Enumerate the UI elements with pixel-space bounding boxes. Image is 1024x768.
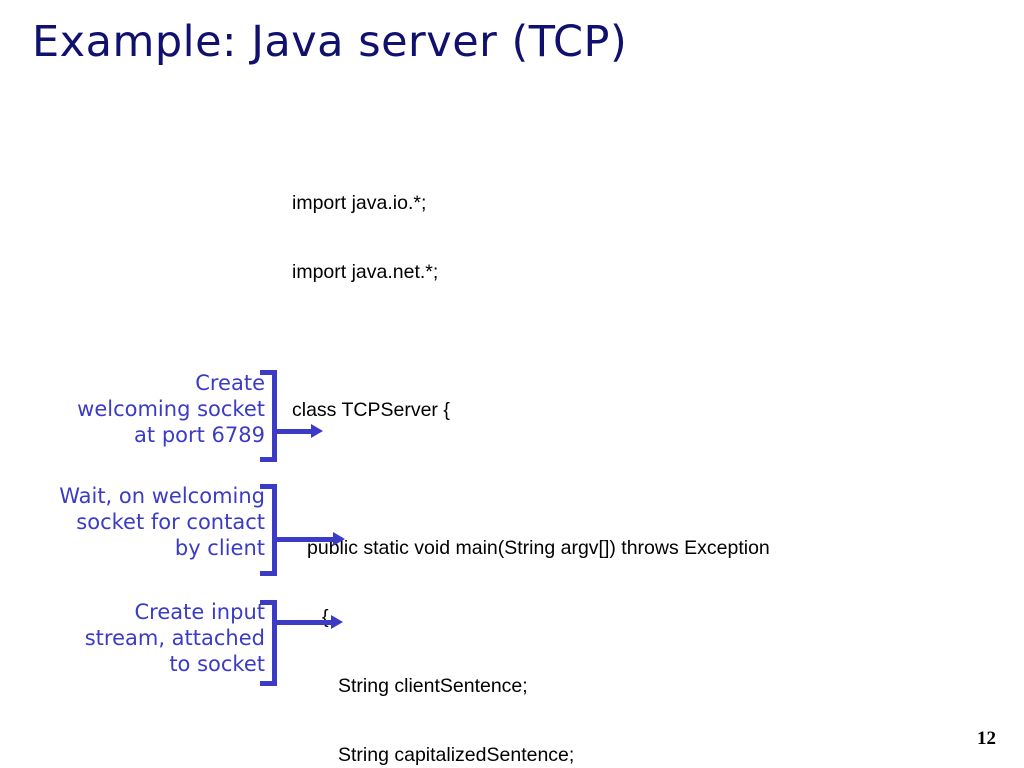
annotation-line: socket for contact — [76, 510, 265, 534]
arrow-to-accept-line — [273, 532, 345, 546]
bracket-stem — [272, 484, 277, 576]
bracket-cap-bottom — [260, 571, 277, 576]
annotation-line: Create input — [134, 600, 265, 624]
bracket-stem — [272, 370, 277, 462]
bracket-cap-top — [260, 370, 277, 375]
code-spacer — [292, 330, 992, 353]
arrow-shaft — [273, 620, 332, 625]
arrow-shaft — [273, 537, 334, 542]
bracket-stem — [272, 600, 277, 686]
bracket-wait-on-welcoming-socket — [258, 484, 279, 576]
page-number: 12 — [977, 728, 996, 749]
annotation-line: stream, attached — [84, 626, 265, 650]
code-spacer — [292, 468, 992, 491]
code-line: import java.net.*; — [292, 261, 439, 283]
page-title: Example: Java server (TCP) — [32, 17, 628, 67]
arrow-to-serversocket-line — [273, 424, 323, 438]
code-line: public static void main(String argv[]) t… — [307, 537, 770, 559]
arrow-shaft — [273, 429, 312, 434]
arrow-to-bufferedreader-line — [273, 615, 343, 629]
annotation-line: at port 6789 — [134, 423, 265, 447]
bracket-cap-top — [260, 600, 277, 605]
annotation-line: Create — [195, 371, 265, 395]
bracket-cap-top — [260, 484, 277, 489]
code-line: String capitalizedSentence; — [338, 744, 575, 766]
annotation-create-input-stream: Create input stream, attached to socket — [20, 599, 265, 677]
annotation-line: by client — [174, 536, 265, 560]
bracket-cap-bottom — [260, 457, 277, 462]
code-line: String clientSentence; — [338, 675, 528, 697]
annotation-line: to socket — [169, 652, 265, 676]
code-line: import java.io.*; — [292, 192, 427, 214]
code-line: class TCPServer { — [292, 399, 450, 421]
annotation-wait-on-welcoming-socket: Wait, on welcoming socket for contact by… — [20, 483, 265, 561]
bracket-cap-bottom — [260, 681, 277, 686]
bracket-create-welcoming-socket — [258, 370, 279, 462]
code-block: import java.io.*; import java.net.*; cla… — [292, 146, 992, 768]
arrow-head-icon — [333, 532, 345, 546]
arrow-head-icon — [311, 424, 323, 438]
annotation-line: Wait, on welcoming — [59, 484, 265, 508]
bracket-create-input-stream — [258, 600, 279, 686]
annotation-line: welcoming socket — [77, 397, 265, 421]
annotation-create-welcoming-socket: Create welcoming socket at port 6789 — [20, 370, 265, 448]
code-line: { — [322, 606, 329, 628]
arrow-head-icon — [331, 615, 343, 629]
